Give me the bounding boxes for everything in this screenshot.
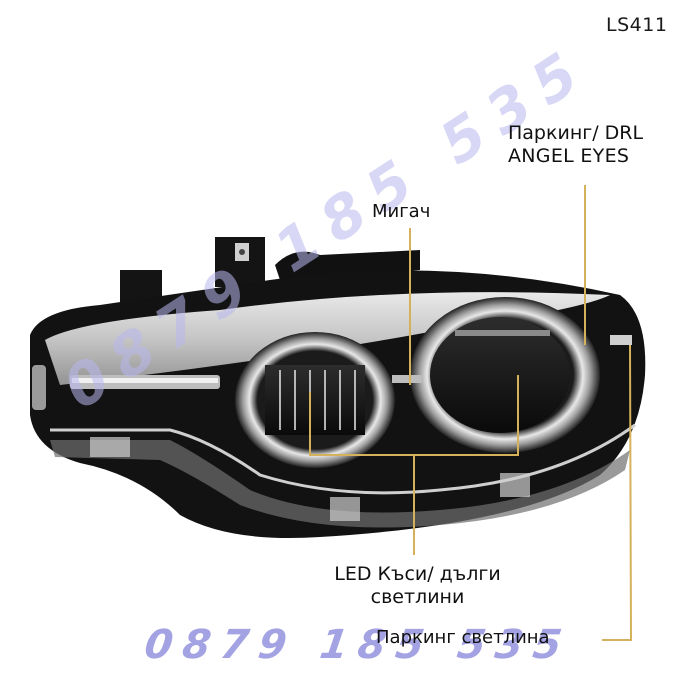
parking-light-label: Паркинг светлина bbox=[376, 627, 550, 648]
drl-angel-eyes-label: Паркинг/ DRL ANGEL EYES bbox=[508, 122, 643, 168]
turn-signal-label: Мигач bbox=[372, 201, 431, 222]
led-beam-label: LED Къси/ дълги светлини bbox=[305, 563, 530, 609]
led-label-line1: LED Къси/ дълги bbox=[334, 563, 501, 585]
led-label-line2: светлини bbox=[370, 585, 465, 608]
model-code: LS411 bbox=[606, 14, 668, 36]
drl-label-line2: ANGEL EYES bbox=[508, 144, 630, 167]
drl-label-line1: Паркинг/ DRL bbox=[508, 122, 644, 144]
